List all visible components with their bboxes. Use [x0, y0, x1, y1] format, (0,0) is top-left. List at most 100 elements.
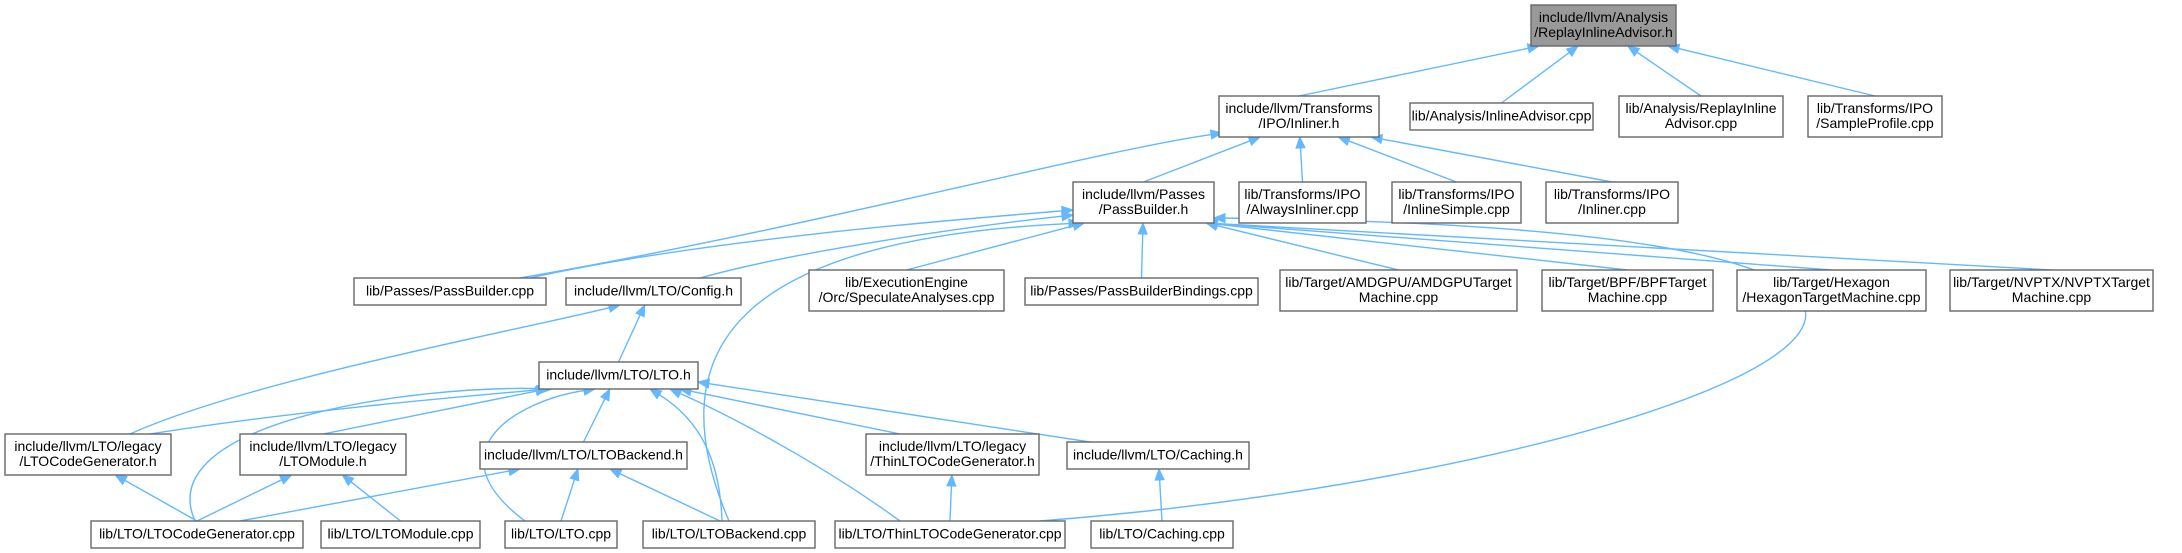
- node-amdgpu-cpp[interactable]: lib/Target/AMDGPU/AMDGPUTargetMachine.cp…: [1279, 269, 1518, 312]
- nodes-layer: include/llvm/Analysis/ReplayInlineAdviso…: [4, 4, 2154, 549]
- node-box: [504, 520, 618, 549]
- edge-line: [708, 382, 1091, 443]
- node-label: Advisor.cpp: [1665, 115, 1738, 131]
- node-label: /IPO/Inliner.h: [1259, 115, 1340, 131]
- node-speculate-cpp[interactable]: lib/ExecutionEngine/Orc/SpeculateAnalyse…: [808, 269, 1005, 312]
- edge-inline_simple_cpp-to-inliner_h: [1337, 136, 1457, 183]
- node-box: [1066, 441, 1250, 470]
- node-hexagon-cpp[interactable]: lib/Target/Hexagon/HexagonTargetMachine.…: [1736, 269, 1927, 312]
- node-lto-backend-h[interactable]: include/llvm/LTO/LTOBackend.h: [479, 441, 688, 470]
- node-inliner-cpp[interactable]: lib/Transforms/IPO/Inliner.cpp: [1545, 181, 1679, 224]
- edge-always_inliner_cpp-to-inliner_h: [1295, 135, 1306, 183]
- edge-arrowhead: [635, 303, 646, 318]
- node-lto-codegen-cpp[interactable]: lib/LTO/LTOCodeGenerator.cpp: [90, 520, 304, 549]
- node-box: [353, 277, 547, 306]
- node-lto-h[interactable]: include/llvm/LTO/LTO.h: [538, 361, 699, 390]
- edge-line: [1636, 51, 1702, 97]
- node-always-inliner-cpp[interactable]: lib/Transforms/IPO/AlwaysInliner.cpp: [1238, 181, 1367, 224]
- edge-arrowhead: [1295, 135, 1306, 149]
- edge-line: [1216, 224, 1399, 271]
- node-pb-bindings-cpp[interactable]: lib/Passes/PassBuilderBindings.cpp: [1024, 277, 1259, 306]
- node-inliner-h[interactable]: include/llvm/Transforms/IPO/Inliner.h: [1218, 95, 1380, 138]
- node-label: lib/LTO/Caching.cpp: [1099, 526, 1225, 542]
- node-label: lib/Transforms/IPO: [1244, 186, 1360, 202]
- edge-lto_h-to-lto_config_h: [617, 303, 646, 363]
- edge-thin_codegen_cpp-to-passbuilder_h: [1039, 212, 1807, 522]
- node-box: [642, 520, 816, 549]
- edge-line: [690, 390, 901, 435]
- edge-arrowhead: [648, 388, 663, 400]
- edge-lto_backend_h-to-lto_h: [582, 387, 611, 443]
- edge-line: [189, 387, 542, 522]
- node-sample-profile-cpp[interactable]: lib/Transforms/IPO/SampleProfile.cpp: [1807, 95, 1943, 138]
- node-lto-backend-cpp[interactable]: lib/LTO/LTOBackend.cpp: [642, 520, 816, 549]
- node-box: [1090, 520, 1234, 549]
- node-inline-advisor-cpp[interactable]: lib/Analysis/InlineAdvisor.cpp: [1409, 102, 1594, 131]
- edge-line: [1216, 222, 2052, 271]
- edge-line: [239, 470, 510, 522]
- node-label: /SampleProfile.cpp: [1816, 115, 1934, 131]
- edge-passbuilder_cpp-to-passbuilder_h: [529, 205, 1075, 279]
- node-label: include/llvm/Analysis: [1539, 9, 1668, 25]
- node-box: [239, 433, 407, 476]
- node-passbuilder-h[interactable]: include/llvm/Passes/PassBuilder.h: [1072, 181, 1215, 224]
- node-box: [865, 433, 1040, 476]
- edge-lto_cpp-to-lto_backend_h: [560, 467, 580, 522]
- node-caching-h[interactable]: include/llvm/LTO/Caching.h: [1066, 441, 1250, 470]
- edge-line: [560, 479, 576, 522]
- node-caching-cpp[interactable]: lib/LTO/Caching.cpp: [1090, 520, 1234, 549]
- edge-line: [1158, 479, 1163, 522]
- edge-line: [1143, 140, 1251, 183]
- node-label: /LTOModule.h: [279, 453, 366, 469]
- edge-inliner_h-to-root: [1298, 43, 1541, 97]
- edge-arrowhead: [1247, 136, 1262, 147]
- edge-line: [129, 306, 610, 435]
- edge-arrowhead: [341, 474, 355, 487]
- edge-line: [1299, 147, 1304, 183]
- node-passbuilder-cpp[interactable]: lib/Passes/PassBuilder.cpp: [353, 277, 547, 306]
- node-label: /Orc/SpeculateAnalyses.cpp: [819, 289, 995, 305]
- edge-hexagon_cpp-to-passbuilder_h: [1204, 218, 1832, 271]
- node-label: Machine.cpp: [1359, 289, 1439, 305]
- node-label: lib/Target/Hexagon: [1773, 274, 1890, 290]
- node-lto-codegen-h[interactable]: include/llvm/LTO/legacy/LTOCodeGenerator…: [4, 433, 172, 476]
- node-label: include/llvm/Passes: [1082, 186, 1205, 202]
- node-box: [1391, 181, 1522, 224]
- edge-inline_advisor_cpp-to-root: [1501, 45, 1580, 104]
- edge-lto_backend_cpp-to-passbuilder_h: [703, 218, 1082, 522]
- node-lto-module-h[interactable]: include/llvm/LTO/legacy/LTOModule.h: [239, 433, 407, 476]
- edge-arrowhead: [608, 468, 623, 479]
- node-box: [808, 269, 1005, 312]
- node-box: [1279, 269, 1518, 312]
- node-thin-codegen-cpp[interactable]: lib/LTO/ThinLTOCodeGenerator.cpp: [834, 520, 1066, 549]
- edge-arrowhead: [278, 474, 293, 485]
- edge-lto_module_h-to-lto_h: [322, 386, 549, 435]
- edge-lto_codegen_h-to-lto_h: [149, 384, 550, 435]
- node-label: lib/LTO/ThinLTOCodeGenerator.cpp: [838, 526, 1061, 542]
- edge-line: [658, 394, 723, 522]
- node-box: [834, 520, 1066, 549]
- node-box: [538, 361, 699, 390]
- node-label: /LTOCodeGenerator.h: [19, 453, 156, 469]
- node-lto-module-cpp[interactable]: lib/LTO/LTOModule.cpp: [320, 520, 481, 549]
- node-label: include/llvm/LTO/legacy: [14, 438, 161, 454]
- node-replay-advisor-cpp[interactable]: lib/Analysis/ReplayInlineAdvisor.cpp: [1618, 95, 1784, 138]
- node-box: [1736, 269, 1927, 312]
- edge-line: [619, 473, 721, 522]
- node-box: [1024, 277, 1259, 306]
- edge-line: [149, 389, 538, 435]
- node-inline-simple-cpp[interactable]: lib/Transforms/IPO/InlineSimple.cpp: [1391, 181, 1522, 224]
- node-label: lib/Analysis/InlineAdvisor.cpp: [1412, 108, 1592, 124]
- node-label: /InlineSimple.cpp: [1403, 201, 1510, 217]
- node-lto-cpp[interactable]: lib/LTO/LTO.cpp: [504, 520, 618, 549]
- node-thin-codegen-h[interactable]: include/llvm/LTO/legacy/ThinLTOCodeGener…: [865, 433, 1040, 476]
- edge-arrowhead: [569, 467, 580, 482]
- node-label: /Inliner.cpp: [1578, 201, 1646, 217]
- edge-line: [124, 479, 198, 522]
- edge-arrowhead: [1212, 212, 1226, 224]
- node-lto-config-h[interactable]: include/llvm/LTO/Config.h: [565, 277, 742, 306]
- edge-arrowhead: [1154, 467, 1165, 481]
- edge-inliner_cpp-to-inliner_h: [1369, 133, 1613, 183]
